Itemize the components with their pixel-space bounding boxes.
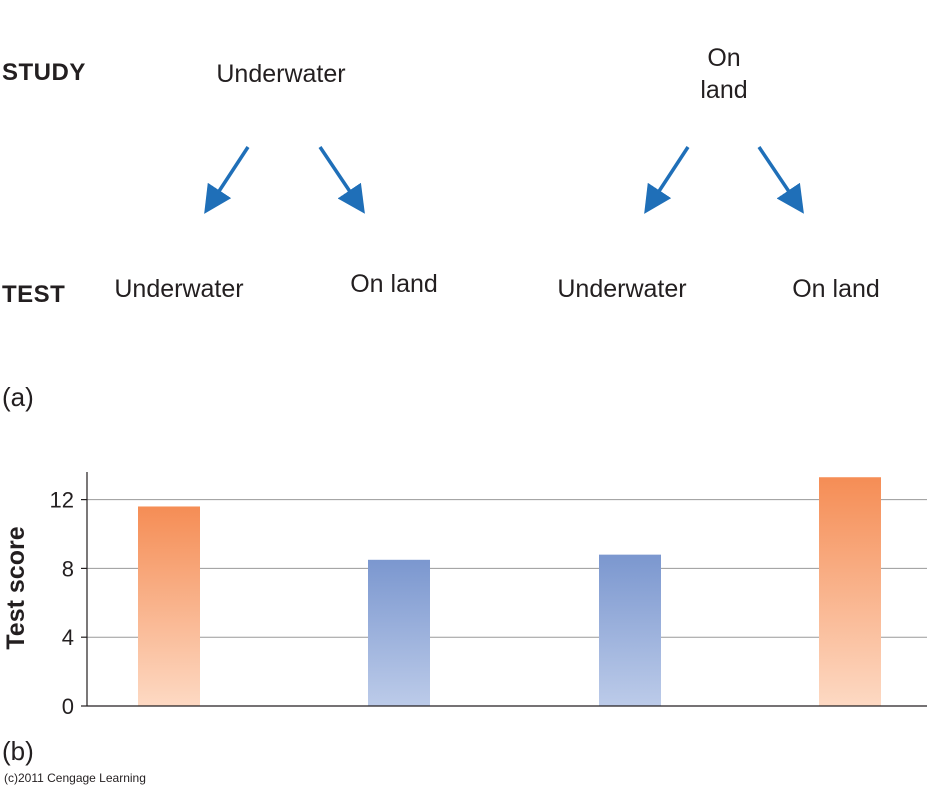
diagram-arrows — [204, 146, 804, 214]
y-tick-label: 12 — [50, 488, 74, 513]
test-box-underwater-2: Underwater — [557, 275, 687, 303]
panel-label-a: (a) — [2, 382, 34, 412]
test-score-chart: 0 4 8 12 Test score — [2, 472, 927, 719]
y-tick-label: 4 — [62, 625, 74, 650]
y-tick-label: 0 — [62, 694, 74, 719]
arrow-icon — [644, 146, 690, 214]
bar-4 — [819, 477, 881, 706]
study-box-on-land: On land — [700, 44, 748, 104]
arrow-icon — [204, 146, 250, 214]
study-row-label: STUDY — [2, 59, 86, 86]
test-row-label: TEST — [2, 281, 66, 308]
y-tick-label: 8 — [62, 556, 74, 581]
study-box-underwater: Underwater — [216, 60, 346, 88]
arrow-icon — [318, 146, 365, 214]
bar-3 — [599, 554, 661, 706]
y-axis-label: Test score — [2, 526, 30, 649]
test-box-on-land-1: On land — [350, 270, 438, 298]
bar-1 — [138, 506, 200, 706]
copyright-text: (c)2011 Cengage Learning — [4, 771, 146, 785]
test-box-on-land-2: On land — [792, 275, 880, 303]
panel-label-b: (b) — [2, 736, 34, 766]
arrow-icon — [757, 146, 804, 214]
test-box-underwater-1: Underwater — [114, 275, 244, 303]
bar-2 — [368, 559, 430, 706]
